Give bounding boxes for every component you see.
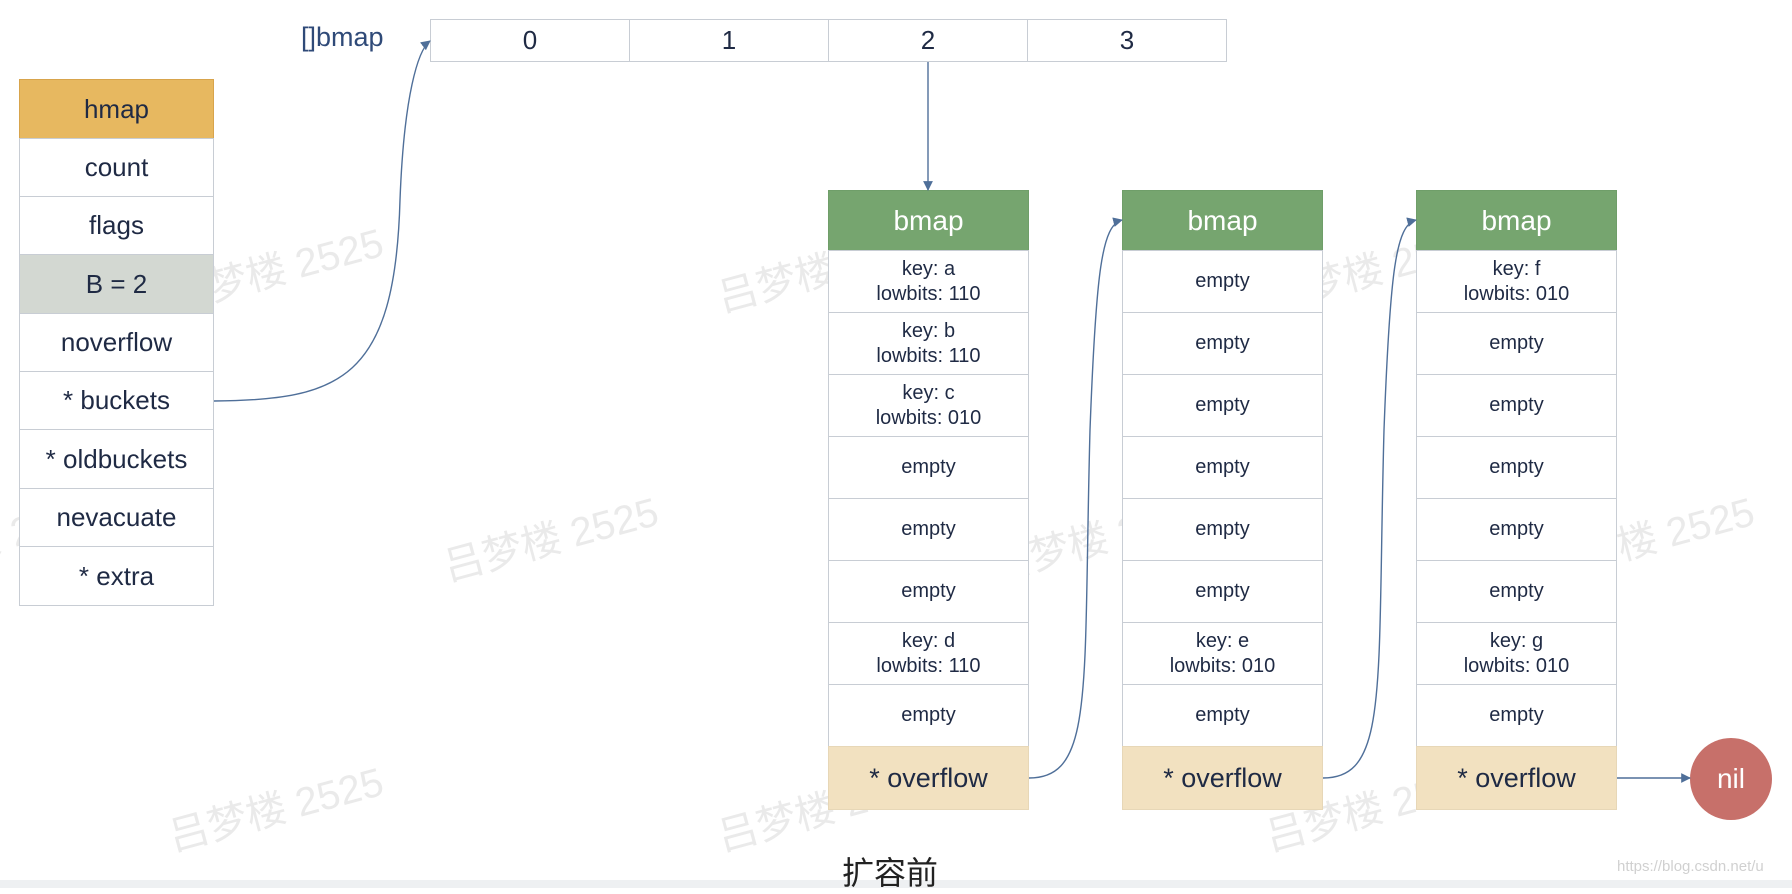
bucket-2-slot-2: empty: [1416, 374, 1617, 437]
bucket-array-index-0: 0: [430, 19, 630, 62]
bucket-0-overflow: * overflow: [828, 746, 1029, 810]
bucket-1-slot-2: empty: [1122, 374, 1323, 437]
bucket-2-header: bmap: [1416, 190, 1617, 251]
footer-strip: [0, 880, 1792, 888]
bucket-1-slot-5: empty: [1122, 560, 1323, 623]
bucket-2-overflow: * overflow: [1416, 746, 1617, 810]
bucket-1-slot-4: empty: [1122, 498, 1323, 561]
bucket-0-slot-3: empty: [828, 436, 1029, 499]
bucket-0-slot-1: key: b lowbits: 110: [828, 312, 1029, 375]
bucket-array-index-2: 2: [828, 19, 1028, 62]
hmap-field-nevacuate: nevacuate: [19, 488, 214, 547]
nil-node: nil: [1690, 738, 1772, 820]
bucket-0-header: bmap: [828, 190, 1029, 251]
hmap-header: hmap: [19, 79, 214, 139]
hmap-field-count: count: [19, 138, 214, 197]
bucket-1-overflow: * overflow: [1122, 746, 1323, 810]
bucket-array-index-1: 1: [629, 19, 829, 62]
diagram-caption: 扩容前: [842, 855, 939, 891]
bucket-1-slot-0: empty: [1122, 250, 1323, 313]
hmap-field-buckets: * buckets: [19, 371, 214, 430]
bucket-2-slot-5: empty: [1416, 560, 1617, 623]
site-watermark: https://blog.csdn.net/u: [1617, 858, 1764, 875]
bucket-0-slot-7: empty: [828, 684, 1029, 747]
buckets-pointer-arrow: [213, 40, 431, 402]
bucket-0-overflow-arrow: [1028, 217, 1123, 779]
bucket-array-index-3: 3: [1027, 19, 1227, 62]
hmap-field-noverflow: noverflow: [19, 313, 214, 372]
hmap-field-extra: * extra: [19, 546, 214, 606]
bucket-1-slot-6: key: e lowbits: 010: [1122, 622, 1323, 685]
bucket-2-slot-0: key: f lowbits: 010: [1416, 250, 1617, 313]
bucket-1-slot-7: empty: [1122, 684, 1323, 747]
bucket-1-slot-1: empty: [1122, 312, 1323, 375]
bucket-2-slot-4: empty: [1416, 498, 1617, 561]
bucket-2-slot-6: key: g lowbits: 010: [1416, 622, 1617, 685]
bucket-0-slot-2: key: c lowbits: 010: [828, 374, 1029, 437]
bucket-array-label: []bmap: [301, 22, 384, 52]
bucket-2-slot-7: empty: [1416, 684, 1617, 747]
bucket-1-slot-3: empty: [1122, 436, 1323, 499]
bucket-1-overflow-arrow: [1322, 217, 1417, 779]
hmap-field-flags: flags: [19, 196, 214, 255]
bucket-0-slot-0: key: a lowbits: 110: [828, 250, 1029, 313]
bucket-2-slot-1: empty: [1416, 312, 1617, 375]
